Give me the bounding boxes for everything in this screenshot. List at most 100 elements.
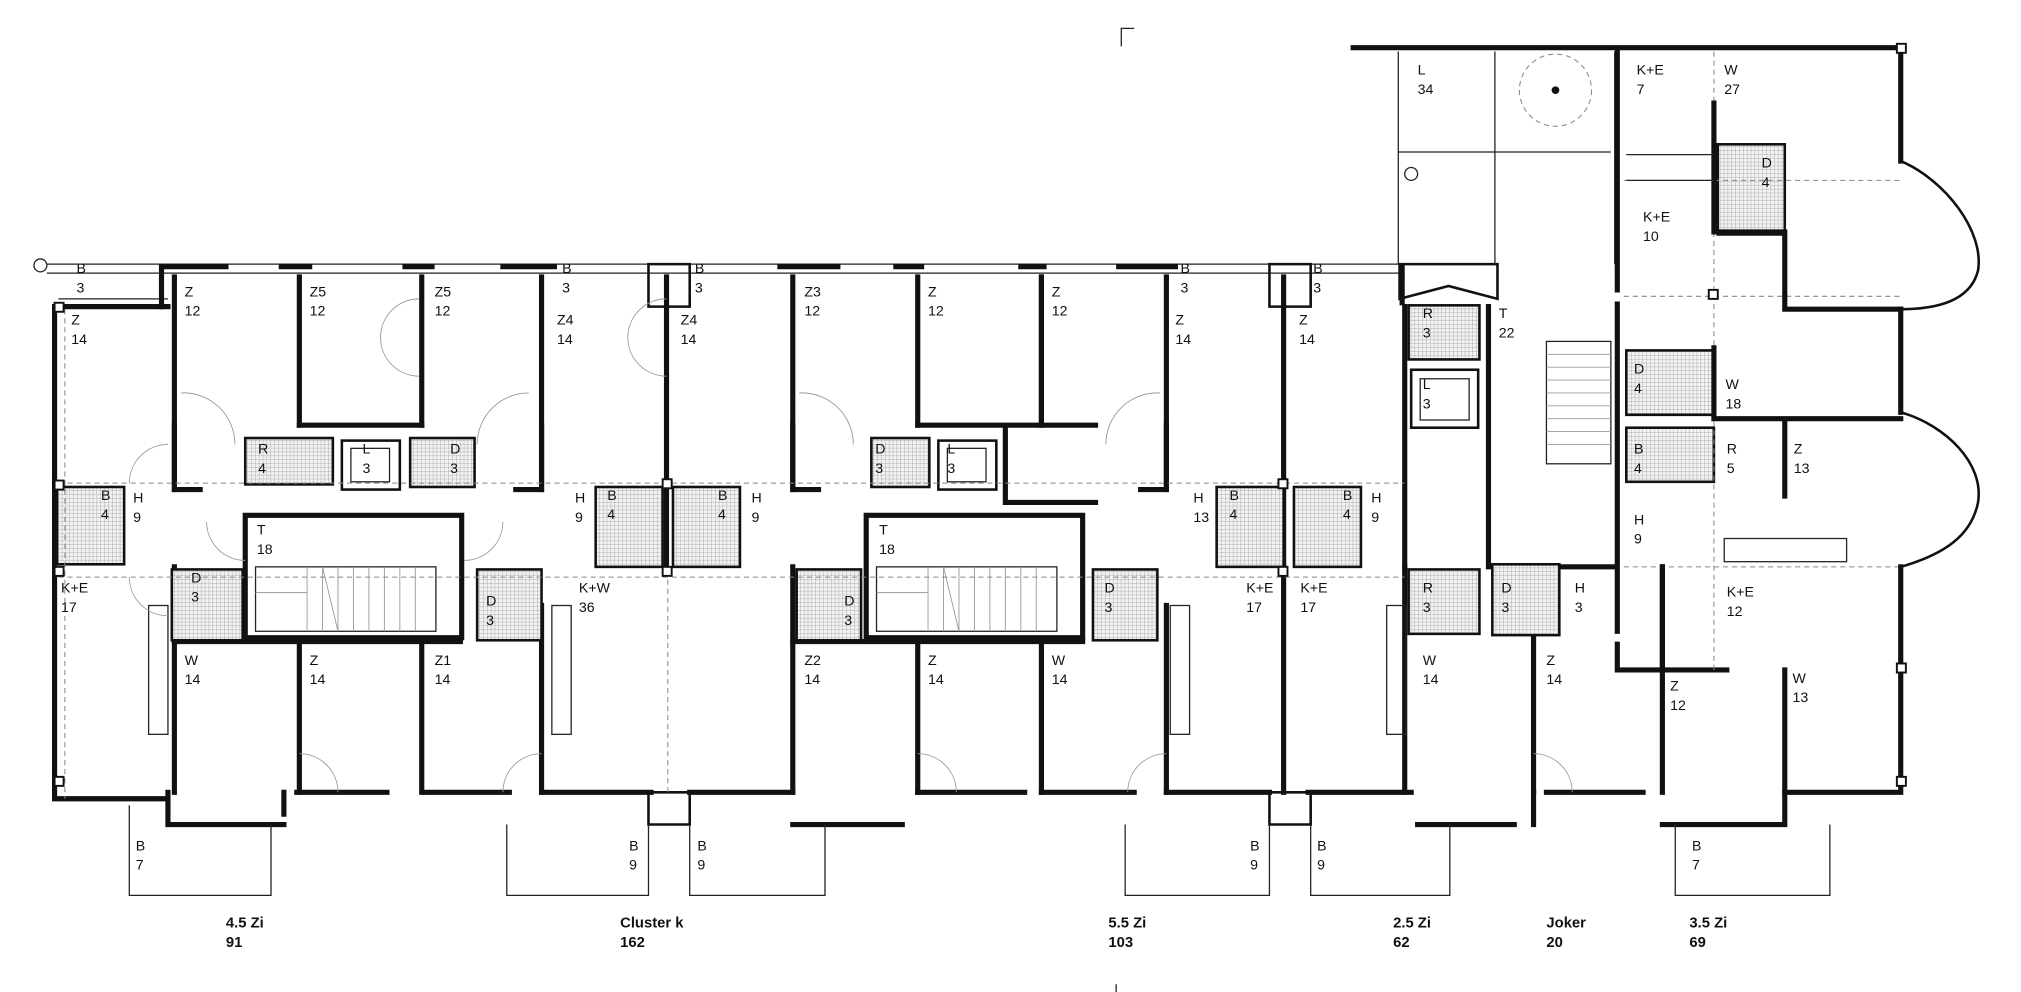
room-label: W14 bbox=[185, 653, 201, 688]
room-label: D3 bbox=[450, 441, 460, 476]
room-name: L bbox=[362, 441, 370, 457]
room-label: H9 bbox=[1634, 512, 1644, 547]
unit-name: Cluster k bbox=[620, 916, 684, 932]
room-name: W bbox=[1052, 653, 1066, 669]
room-area: 4 bbox=[1230, 507, 1238, 523]
room-label: D3 bbox=[1501, 581, 1511, 616]
room-area: 3 bbox=[695, 280, 703, 296]
room-area: 5 bbox=[1727, 461, 1735, 477]
unit-area: 162 bbox=[620, 935, 645, 951]
room-area: 22 bbox=[1499, 326, 1515, 342]
room-label: B4 bbox=[718, 488, 727, 523]
room-name: Z4 bbox=[557, 313, 574, 329]
room-label: W18 bbox=[1726, 377, 1742, 412]
room-area: 4 bbox=[1343, 507, 1351, 523]
room-name: B bbox=[1313, 261, 1322, 277]
unit-area: 103 bbox=[1108, 935, 1133, 951]
room-name: B bbox=[718, 488, 727, 504]
room-label: B7 bbox=[136, 838, 145, 873]
room-area: 14 bbox=[435, 672, 451, 688]
room-name: R bbox=[1727, 441, 1737, 457]
room-area: 17 bbox=[1246, 600, 1262, 616]
room-name: H bbox=[1634, 512, 1644, 528]
room-name: B bbox=[1692, 838, 1701, 854]
room-label: B4 bbox=[1634, 441, 1643, 476]
room-area: 18 bbox=[257, 542, 273, 558]
room-name: Z bbox=[928, 653, 937, 669]
room-name: D bbox=[875, 441, 885, 457]
room-area: 3 bbox=[1575, 600, 1583, 616]
room-name: D bbox=[844, 594, 854, 610]
room-label: Z12 bbox=[185, 284, 201, 319]
room-name: K+E bbox=[1246, 581, 1273, 597]
room-name: H bbox=[133, 490, 143, 506]
room-name: R bbox=[1423, 581, 1433, 597]
room-label: B3 bbox=[695, 261, 704, 296]
room-area: 14 bbox=[1299, 332, 1315, 348]
room-area: 9 bbox=[1634, 532, 1642, 548]
unit-label: Cluster k 162 bbox=[620, 916, 684, 951]
room-area: 18 bbox=[879, 542, 895, 558]
unit-area: 20 bbox=[1546, 935, 1562, 951]
room-name: Z bbox=[1670, 679, 1679, 695]
room-name: B bbox=[629, 838, 638, 854]
unit-name: Joker bbox=[1546, 916, 1586, 932]
room-label: R4 bbox=[258, 441, 268, 476]
unit-area: 69 bbox=[1689, 935, 1705, 951]
room-label: B9 bbox=[1317, 838, 1326, 873]
room-name: K+E bbox=[1637, 63, 1664, 79]
room-label: B4 bbox=[101, 488, 110, 523]
unit-area: 62 bbox=[1393, 935, 1409, 951]
room-area: 3 bbox=[1313, 280, 1321, 296]
room-area: 13 bbox=[1794, 461, 1810, 477]
room-area: 12 bbox=[1052, 304, 1068, 320]
unit-name: 4.5 Zi bbox=[226, 916, 264, 932]
room-area: 3 bbox=[947, 461, 955, 477]
room-name: H bbox=[575, 490, 585, 506]
room-name: R bbox=[258, 441, 268, 457]
walls bbox=[51, 262, 1788, 828]
room-label: K+E17 bbox=[61, 581, 88, 616]
room-area: 9 bbox=[752, 510, 760, 526]
room-name: B bbox=[697, 838, 706, 854]
room-name: Z bbox=[1052, 284, 1061, 300]
room-name: Z bbox=[1299, 313, 1308, 329]
room-name: K+E bbox=[1643, 210, 1670, 226]
room-label: T18 bbox=[257, 523, 273, 558]
room-name: D bbox=[1634, 362, 1644, 378]
room-label: T22 bbox=[1499, 306, 1515, 341]
room-area: 14 bbox=[1052, 672, 1068, 688]
room-name: L bbox=[947, 441, 955, 457]
room-name: B bbox=[136, 838, 145, 854]
room-area: 12 bbox=[185, 304, 201, 320]
room-area: 3 bbox=[844, 613, 852, 629]
room-label: D4 bbox=[1634, 362, 1644, 397]
room-name: Z5 bbox=[310, 284, 327, 300]
room-label: D3 bbox=[875, 441, 885, 476]
room-area: 10 bbox=[1643, 229, 1659, 245]
room-name: B bbox=[1230, 488, 1239, 504]
room-area: 14 bbox=[681, 332, 697, 348]
room-label: B4 bbox=[1230, 488, 1239, 523]
room-area: 12 bbox=[928, 304, 944, 320]
room-name: Z bbox=[928, 284, 937, 300]
room-area: 12 bbox=[310, 304, 326, 320]
room-label: T18 bbox=[879, 523, 895, 558]
room-name: W bbox=[1423, 653, 1437, 669]
room-label: B3 bbox=[562, 261, 571, 296]
room-label: L3 bbox=[1423, 377, 1431, 412]
spiral-stair bbox=[1518, 53, 1593, 127]
elevators bbox=[340, 368, 1480, 491]
room-area: 4 bbox=[1762, 175, 1770, 191]
room-name: Z bbox=[310, 653, 319, 669]
room-label: Z 12 bbox=[1052, 284, 1068, 319]
room-label: K+E12 bbox=[1727, 584, 1754, 619]
room-name: Z2 bbox=[804, 653, 821, 669]
room-label: K+W36 bbox=[579, 581, 611, 616]
room-label: B4 bbox=[607, 488, 616, 523]
